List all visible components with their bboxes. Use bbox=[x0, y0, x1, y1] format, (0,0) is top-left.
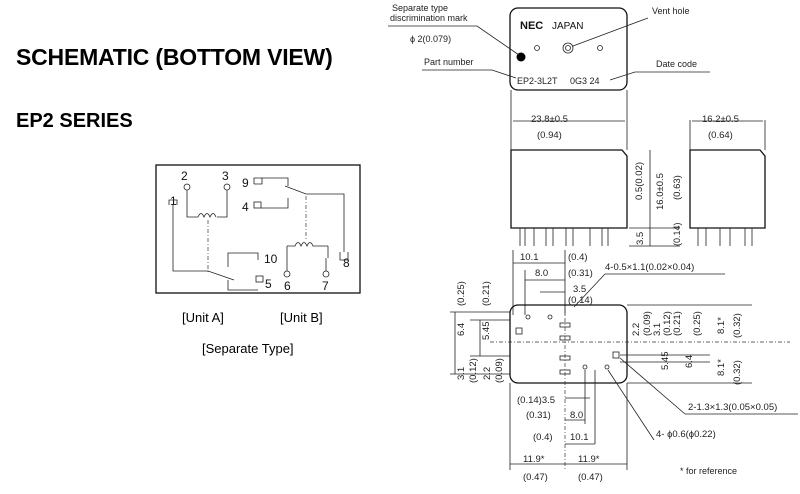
dimension-label: (0.4) bbox=[568, 252, 588, 263]
brand-label: NEC bbox=[520, 20, 543, 32]
dimension-drawing: NEC JAPAN EP2-3L2T 0G3 24 Separate type … bbox=[388, 3, 798, 483]
dimension-label: (0.47) bbox=[523, 472, 548, 483]
dimension-label: (0.21) bbox=[672, 311, 683, 336]
pin-2-circle bbox=[183, 183, 191, 191]
pin-1-tab bbox=[168, 199, 178, 205]
dimension-label: 3.5 bbox=[635, 232, 646, 245]
callout-date: Date code bbox=[656, 59, 697, 69]
separate-type-label: [Separate Type] bbox=[202, 341, 294, 356]
dimension-label: (0.32) bbox=[732, 313, 743, 338]
dimension-label: (0.14)3.5 bbox=[517, 395, 555, 406]
unit-b-label: [Unit B] bbox=[280, 310, 323, 325]
dimension-label: (0.21) bbox=[481, 281, 492, 306]
dimension-label: (0.09) bbox=[494, 358, 505, 383]
dimension-label: (0.25) bbox=[692, 311, 703, 336]
dimension-label: 6.4 bbox=[456, 323, 467, 336]
pin-10: 10 bbox=[264, 252, 278, 266]
dimension-label: 3.1 bbox=[652, 323, 663, 336]
dimension-label: (0.12) bbox=[662, 311, 673, 336]
dimension-label: (0.31) bbox=[568, 268, 593, 279]
dimension-label: 8.1* bbox=[716, 317, 727, 334]
dimension-label: 3.5 bbox=[573, 284, 586, 295]
date-code: 0G3 24 bbox=[570, 76, 600, 86]
dimension-label: 16.2±0.5 bbox=[702, 114, 739, 125]
callout-mark-2: discrimination mark bbox=[390, 13, 468, 23]
pin-2: 2 bbox=[181, 169, 188, 183]
dimension-label: (0.32) bbox=[732, 360, 743, 385]
dimension-label: 11.9* bbox=[523, 454, 545, 465]
dimension-label: (0.14) bbox=[672, 222, 682, 246]
dimension-label: (0.94) bbox=[537, 130, 562, 141]
dimension-label: 5.45 bbox=[660, 352, 671, 371]
unit-a-label: [Unit A] bbox=[182, 310, 224, 325]
dimension-label: 5.45 bbox=[481, 322, 492, 341]
page-title: SCHEMATIC (BOTTOM VIEW) bbox=[16, 44, 333, 70]
part-number: EP2-3L2T bbox=[517, 76, 558, 86]
dimension-label: (0.63) bbox=[672, 175, 683, 200]
coil-b bbox=[287, 242, 328, 248]
vent-hole bbox=[562, 42, 574, 54]
pin-9: 9 bbox=[242, 176, 249, 190]
dimension-label: 2.2 bbox=[482, 367, 493, 380]
dimension-label: 23.8±0.5 bbox=[531, 114, 568, 125]
dimension-label: (0.25) bbox=[456, 281, 467, 306]
callout-vent: Vent hole bbox=[652, 6, 690, 16]
callout-part: Part number bbox=[424, 57, 474, 67]
dimension-label: 16.0±0.5 bbox=[655, 173, 666, 210]
origin-label: JAPAN bbox=[552, 21, 584, 32]
dimension-label: (0.4) bbox=[533, 432, 553, 443]
callout-mark-1: Separate type bbox=[392, 3, 448, 13]
dimension-label: 10.1 bbox=[520, 252, 539, 263]
dimension-label: 2.2 bbox=[631, 323, 642, 336]
pin-5: 5 bbox=[265, 277, 272, 291]
pin-8: 8 bbox=[343, 256, 350, 270]
series-title: EP2 SERIES bbox=[16, 110, 133, 132]
dimension-label: (0.12) bbox=[468, 358, 479, 383]
dimension-label: 2-1.3×1.3(0.05×0.05) bbox=[688, 402, 777, 413]
relay-front-view bbox=[510, 149, 628, 229]
pin-3-circle bbox=[223, 183, 231, 191]
dimension-label: 11.9* bbox=[578, 454, 600, 465]
dimension-label: 4- ϕ0.6(ϕ0.22) bbox=[656, 429, 716, 440]
dimension-label: (0.31) bbox=[526, 410, 551, 421]
dimension-label: 10.1 bbox=[570, 432, 589, 443]
relay-bottom-view bbox=[509, 304, 628, 384]
footnote: * for reference bbox=[680, 466, 737, 476]
pin-4: 4 bbox=[242, 200, 249, 214]
pin-1: 1 bbox=[170, 194, 177, 208]
schematic-diagram: 2 3 1 9 4 10 5 6 7 8 bbox=[155, 164, 361, 294]
dimension-label: 8.0 bbox=[570, 410, 583, 421]
dimension-label: (0.09) bbox=[642, 311, 653, 336]
dimension-label: 8.0 bbox=[535, 268, 548, 279]
schematic-frame bbox=[155, 164, 361, 294]
dimension-label: 8.1* bbox=[716, 359, 727, 376]
pin-3: 3 bbox=[222, 169, 229, 183]
dimension-label: 4-0.5×1.1(0.02×0.04) bbox=[605, 262, 694, 273]
pin-6: 6 bbox=[284, 279, 291, 293]
dimension-label: 3.1 bbox=[456, 367, 467, 380]
dimension-label: 0.5(0.02) bbox=[634, 162, 645, 200]
mark-size: ϕ 2(0.079) bbox=[410, 34, 451, 44]
dimension-label: (0.47) bbox=[578, 472, 603, 483]
pin-7: 7 bbox=[322, 279, 329, 293]
dimension-label: 6.4 bbox=[684, 355, 695, 368]
dimension-label: (0.64) bbox=[708, 130, 733, 141]
coil-a bbox=[197, 213, 217, 219]
relay-side-view bbox=[689, 149, 766, 229]
